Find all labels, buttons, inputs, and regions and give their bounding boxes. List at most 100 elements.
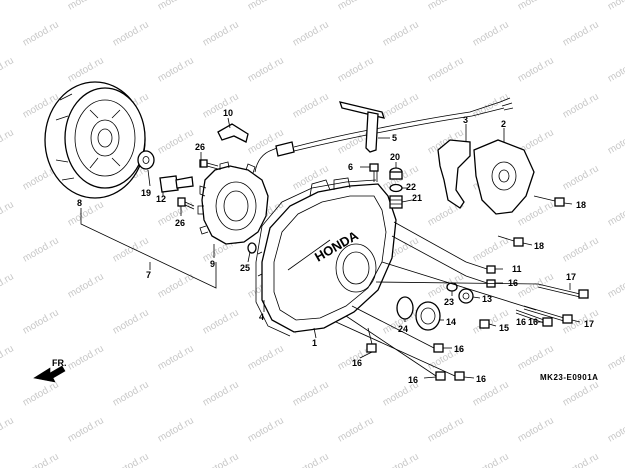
watermark-text-46: motod.ru [561,163,601,192]
watermark-text-48: motod.ru [0,199,16,228]
callout-8: 8 [77,198,82,208]
callout-6: 6 [348,162,353,172]
dowel-part [247,242,257,254]
watermark-text-64: motod.ru [0,271,16,300]
watermark-text-8: motod.ru [21,19,61,48]
watermark-text-62: motod.ru [561,235,601,264]
watermark-text-89: motod.ru [111,379,151,408]
bolt-16-bottom-a-part [435,371,446,381]
callout-24: 24 [398,324,408,334]
o-ring-22-part [389,183,403,193]
watermark-text-23: motod.ru [606,55,625,84]
watermark-text-30: motod.ru [561,91,601,120]
bolt-26-lower [177,197,195,210]
stator-part [197,161,269,245]
watermark-text-49: motod.ru [66,199,106,228]
callout-18-a: 18 [576,200,586,210]
watermark-text-7: motod.ru [606,0,625,13]
callout-4: 4 [259,312,264,322]
callout-16-d: 16 [352,358,362,368]
watermark-text-39: motod.ru [606,127,625,156]
watermark-text-16: motod.ru [0,55,16,84]
callout-16-a: 16 [508,278,518,288]
o-ring-24-part [396,296,414,320]
watermark-text-83: motod.ru [246,343,286,372]
watermark-text-106: motod.ru [201,451,241,468]
front-direction-arrow [33,365,66,383]
watermark-text-21: motod.ru [426,55,466,84]
watermark-text-91: motod.ru [291,379,331,408]
callout-5: 5 [392,133,397,143]
callout-3: 3 [463,115,468,125]
callout-7: 7 [146,270,151,280]
watermark-text-108: motod.ru [381,451,421,468]
direction-label: FR. [52,358,67,368]
bolt-26-upper [199,159,219,170]
watermark-text-27: motod.ru [291,91,331,120]
callout-9: 9 [210,259,215,269]
watermark-text-103: motod.ru [606,415,625,444]
watermark-text-29: motod.ru [471,91,511,120]
bolt-16-left-part [366,327,377,353]
watermark-text-100: motod.ru [336,415,376,444]
watermark-text-26: motod.ru [201,91,241,120]
callout-25: 25 [240,263,250,273]
callout-2: 2 [501,119,506,129]
watermark-text-1: motod.ru [66,0,106,13]
watermark-text-12: motod.ru [381,19,421,48]
bolt-16-middle-part [433,343,444,353]
callout-16-g: 16 [528,317,538,327]
callout-12: 12 [156,194,166,204]
flywheel-bolt-part [159,175,194,193]
cover-cap-part [415,301,441,331]
watermark-text-34: motod.ru [156,127,196,156]
left-crankcase-cover-part [257,177,397,333]
watermark-text-17: motod.ru [66,55,106,84]
flywheel-part [44,81,146,199]
small-cover-part [473,139,535,215]
watermark-text-11: motod.ru [291,19,331,48]
watermark-text-20: motod.ru [336,55,376,84]
watermark-text-61: motod.ru [471,235,511,264]
watermark-text-99: motod.ru [246,415,286,444]
callout-16-b: 16 [516,317,526,327]
bolt-18-lower-part [497,235,524,247]
watermark-text-0: motod.ru [0,0,16,13]
callout-10: 10 [223,108,233,118]
bolt-6-part [369,163,379,182]
callout-16-f: 16 [476,374,486,384]
callout-1: 1 [312,338,317,348]
bolt-11-part [465,261,496,274]
watermark-text-104: motod.ru [21,451,61,468]
watermark-text-71: motod.ru [606,271,625,300]
watermark-text-22: motod.ru [516,55,556,84]
watermark-text-32: motod.ru [0,127,16,156]
callout-labels: 1 2 3 4 5 6 7 8 9 10 11 12 13 14 15 16 1… [77,108,594,385]
watermark-text-9: motod.ru [111,19,151,48]
watermark-text-4: motod.ru [336,0,376,13]
callout-18-b: 18 [534,241,544,251]
callout-14: 14 [446,317,456,327]
watermark-text-57: motod.ru [111,235,151,264]
watermark-text-94: motod.ru [561,379,601,408]
callout-20: 20 [390,152,400,162]
watermark-text-73: motod.ru [111,307,151,336]
watermark-text-107: motod.ru [291,451,331,468]
watermark-text-82: motod.ru [156,343,196,372]
watermark-text-28: motod.ru [381,91,421,120]
watermark-text-56: motod.ru [21,235,61,264]
watermark-text-74: motod.ru [201,307,241,336]
bracket-part [437,139,471,209]
bolt-15-part [479,319,490,329]
callout-26-a: 26 [195,142,205,152]
cap-part [389,167,403,180]
watermark-text-72: motod.ru [21,307,61,336]
watermark-text-87: motod.ru [606,343,625,372]
callout-11: 11 [512,264,522,274]
bolt-18-upper-part [533,195,565,207]
watermark-text-86: motod.ru [516,343,556,372]
bolt-16-upper-part [465,275,496,288]
watermark-text-90: motod.ru [201,379,241,408]
watermark-text-13: motod.ru [471,19,511,48]
watermark-text-96: motod.ru [0,415,16,444]
